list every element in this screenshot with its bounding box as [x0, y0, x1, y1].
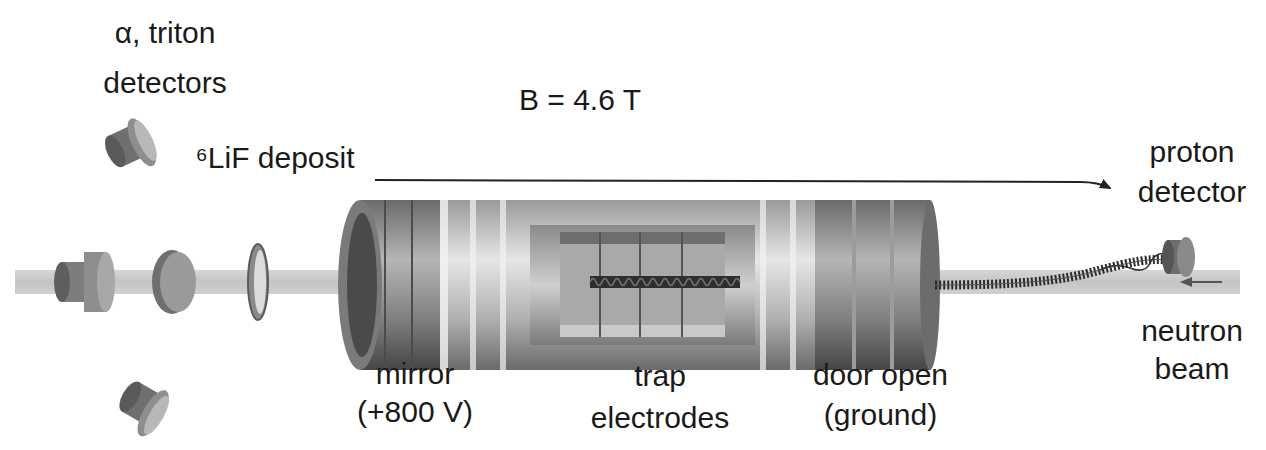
alpha-triton-detector [98, 114, 175, 441]
electrode-label: mirror (+800 V) [340, 355, 490, 431]
detector-label: proton detector [1124, 132, 1260, 212]
field-label: B = 4.6 T [480, 80, 680, 120]
trap-cylinder [338, 200, 940, 370]
proton-path [935, 254, 1172, 285]
proton-detector [1162, 237, 1195, 277]
electrode-label: door open (ground) [793, 355, 968, 435]
deposit-label: ⁶LiF deposit [195, 138, 355, 178]
electrode-label: trap electrodes [575, 355, 745, 439]
detector-label: α, triton detectors [80, 8, 250, 108]
beam-arrow [1180, 277, 1222, 287]
beam-components [54, 244, 268, 320]
beam-label: neutron beam [1124, 312, 1260, 388]
field-arrow [375, 180, 1110, 188]
